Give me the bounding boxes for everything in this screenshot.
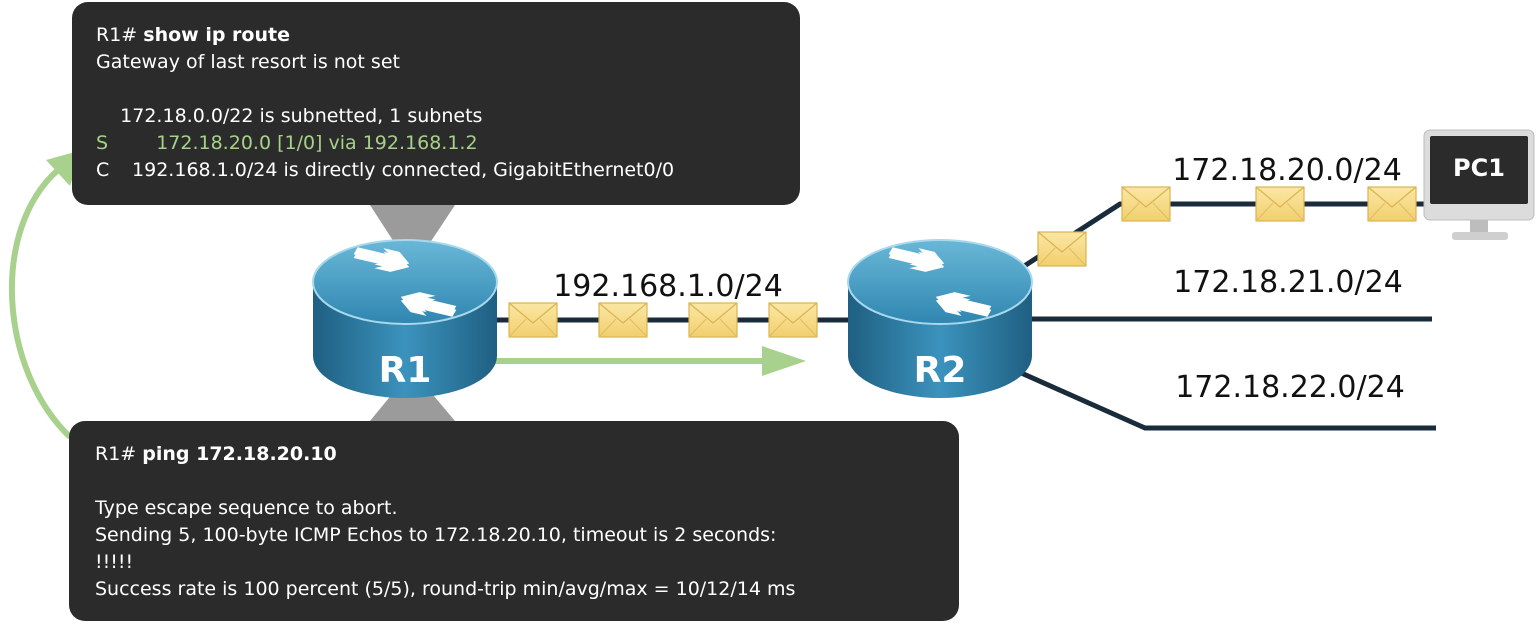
pc1-label: PC1 — [1453, 154, 1505, 182]
network-label-r1-r2: 192.168.1.0/24 — [553, 269, 783, 304]
console-output-line: Gateway of last resort is not set — [96, 51, 400, 73]
console-command-line: R1# ping 172.18.20.10 — [95, 441, 959, 468]
packet-envelope-icon — [1255, 186, 1305, 222]
console-output-line — [95, 468, 959, 495]
route-lookup-arrow — [8, 167, 73, 440]
ping-console: R1# ping 172.18.20.10 Type escape sequen… — [69, 421, 959, 621]
console-output-line: Success rate is 100 percent (5/5), round… — [95, 578, 796, 600]
console-output-line: 172.18.0.0/22 is subnetted, 1 subnets — [96, 103, 800, 130]
network-label-172-18-22: 172.18.22.0/24 — [1175, 370, 1405, 405]
router-r1[interactable]: R1 — [312, 239, 498, 398]
packet-envelope-icon — [1037, 231, 1087, 267]
network-label-172-18-21: 172.18.21.0/24 — [1173, 265, 1403, 300]
console-output-line: !!!!! — [95, 551, 134, 573]
router-r2[interactable]: R2 — [847, 239, 1033, 398]
packet-envelope-icon — [768, 302, 818, 338]
packet-envelope-icon — [1121, 186, 1171, 222]
router-r2-label: R2 — [914, 350, 967, 391]
link-r2-net-22 — [1008, 365, 1436, 431]
route-code: C — [96, 159, 110, 181]
packet-envelope-icon — [688, 302, 738, 338]
console-output-line: Sending 5, 100-byte ICMP Echos to 172.18… — [95, 524, 777, 546]
router-r1-label: R1 — [379, 350, 432, 391]
console-output-text: 172.18.0.0/22 is subnetted, 1 subnets — [120, 105, 483, 127]
route-code: S — [96, 132, 109, 154]
route-table-console: R1# show ip route Gateway of last resort… — [72, 2, 800, 205]
console-command-line: R1# show ip route — [96, 22, 800, 49]
console-command: ping 172.18.20.10 — [142, 443, 337, 465]
pc1[interactable]: PC1 — [1423, 129, 1535, 240]
route-text: 172.18.20.0 [1/0] via 192.168.1.2 — [156, 132, 478, 154]
console-prompt: R1# — [96, 24, 138, 46]
console-prompt: R1# — [95, 443, 137, 465]
packet-envelope-icon — [508, 302, 558, 338]
route-text: 192.168.1.0/24 is directly connected, Gi… — [132, 159, 675, 181]
connected-route-entry: C 192.168.1.0/24 is directly connected, … — [96, 157, 800, 184]
ping-direction-arrowhead — [762, 346, 806, 376]
packet-envelope-icon — [1367, 186, 1417, 222]
console-command: show ip route — [143, 24, 290, 46]
packet-envelope-icon — [598, 302, 648, 338]
console-output-line: Type escape sequence to abort. — [95, 497, 398, 519]
static-route-entry: S 172.18.20.0 [1/0] via 192.168.1.2 — [96, 130, 800, 157]
network-label-172-18-20: 172.18.20.0/24 — [1172, 153, 1402, 188]
console-output-line — [96, 76, 800, 103]
callout-connector-top — [370, 205, 455, 270]
